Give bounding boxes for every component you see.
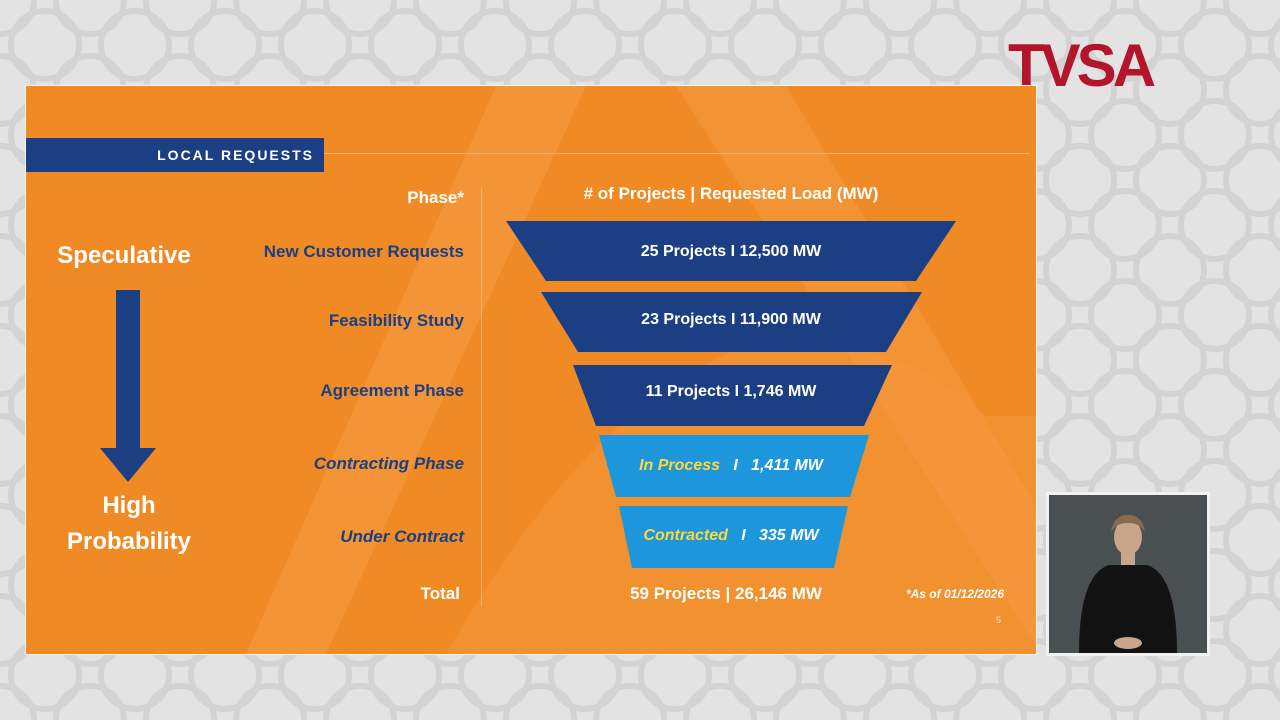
funnel-segment-new-customer-requests (506, 221, 956, 281)
funnel-text-new-customer-requests: 25 Projects I 12,500 MW (640, 243, 822, 260)
as-of-note: *As of 01/12/2026 (905, 587, 1004, 601)
interpreter-figure (1079, 515, 1177, 653)
funnel-text-under-contract: Contracted I 335 MW (551, 527, 911, 545)
funnel-segment-under-contract (619, 506, 848, 568)
contracted-status: Contracted (643, 527, 728, 544)
funnel-text-feasibility-study: 23 Projects I 11,900 MW (641, 311, 821, 328)
separator: I (732, 527, 755, 544)
contracting-value: 1,411 MW (751, 457, 823, 474)
total-value: 59 Projects | 26,146 MW (630, 584, 822, 603)
sign-language-interpreter-video (1046, 492, 1210, 656)
column-divider (481, 188, 482, 606)
contracted-value: 335 MW (759, 527, 819, 544)
phase-header: Phase* (407, 188, 464, 207)
funnel-text-agreement-phase: 11 Projects I 1,746 MW (645, 383, 817, 400)
funnel-text-contracting-phase: In Process I 1,411 MW (551, 457, 911, 475)
high-probability-line2: Probability (66, 528, 192, 555)
phase-label-under-contract: Under Contract (340, 527, 464, 546)
funnel-segment-contracting-phase (599, 435, 869, 497)
speculative-label: Speculative (57, 242, 191, 269)
phase-label-new-customer-requests: New Customer Requests (263, 242, 464, 261)
total-label: Total (420, 584, 460, 603)
down-arrow-icon (100, 290, 156, 482)
separator: I (724, 457, 747, 474)
section-banner: LOCAL REQUESTS (26, 138, 324, 172)
interpreter-video-frame (1049, 495, 1207, 653)
banner-rule (324, 153, 1030, 154)
funnel-segment-agreement-phase (573, 365, 892, 426)
column-header: # of Projects | Requested Load (MW) (583, 184, 879, 203)
phase-label-contracting-phase: Contracting Phase (313, 454, 464, 473)
funnel-chart (506, 221, 956, 568)
logo-text: TVSA (1008, 34, 1155, 90)
tvsa-logo: TVSA (1008, 34, 1159, 90)
phase-label-feasibility-study: Feasibility Study (328, 311, 464, 330)
page-number: 5 (996, 615, 1002, 625)
phase-label-agreement-phase: Agreement Phase (320, 381, 464, 400)
contracting-status: In Process (639, 457, 721, 474)
high-probability-label: High Probability (44, 488, 214, 560)
funnel-segment-feasibility-study (541, 292, 922, 352)
high-probability-line1: High (102, 492, 156, 519)
presentation-slide: LOCAL REQUESTS Speculative High Probabil… (26, 86, 1036, 654)
